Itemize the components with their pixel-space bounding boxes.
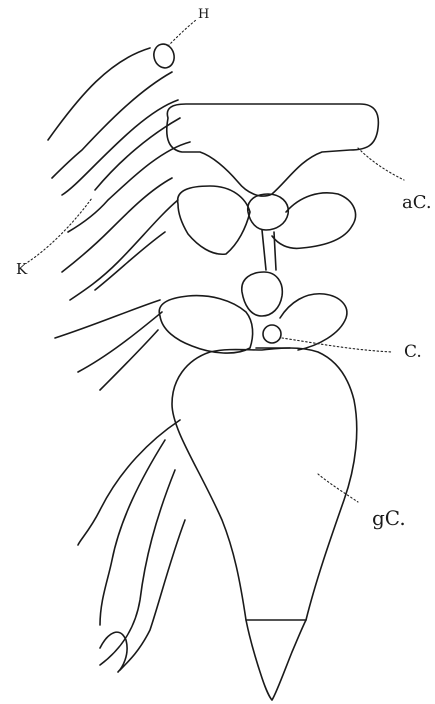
tail-tip	[246, 620, 306, 700]
middle-left-lobe	[178, 186, 250, 254]
upper-block-ac	[167, 104, 379, 196]
leader-gc	[318, 474, 358, 502]
label-gc: gC.	[372, 508, 406, 528]
leader-h	[168, 20, 196, 46]
small-circle-c	[263, 325, 281, 343]
lower-left-lobe	[159, 296, 252, 353]
large-body-gc	[172, 348, 357, 620]
leader-k	[28, 198, 92, 262]
stalk-upper	[262, 230, 266, 270]
label-ac: aC.	[402, 194, 432, 212]
middle-center-knob	[248, 194, 289, 230]
stalk-lower	[274, 232, 276, 270]
label-c: C.	[404, 344, 422, 361]
lower-right-lobe	[280, 294, 347, 350]
label-k: K	[16, 262, 27, 277]
lower-center-knob	[242, 272, 283, 316]
label-h: H	[198, 8, 209, 21]
oval-structure-h	[151, 42, 177, 70]
leader-ac	[358, 148, 404, 180]
